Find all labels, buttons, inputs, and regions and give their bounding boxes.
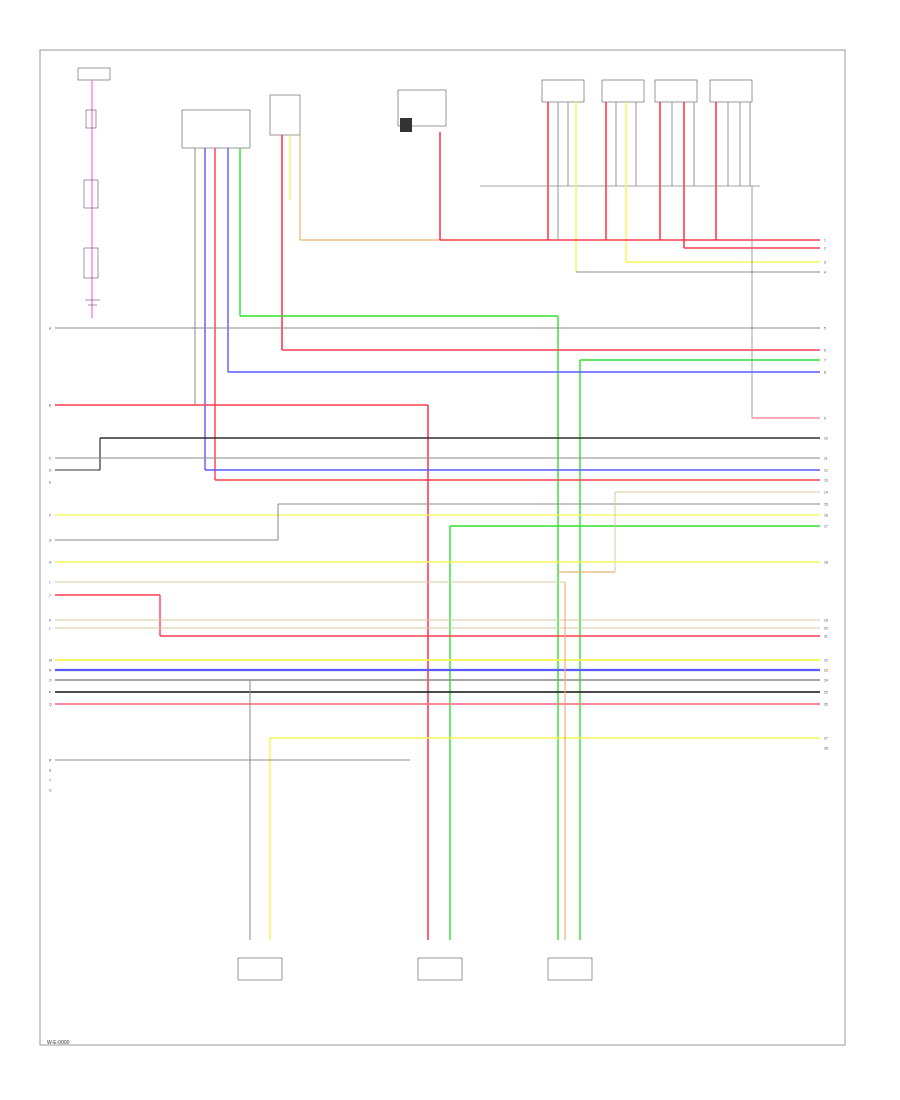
right-pin-label: 1 [824,239,826,243]
right-pin-label: 27 [824,737,828,741]
left-pin-label: G [49,539,52,543]
right-connector-2 [601,79,645,103]
right-connector-4 [709,79,753,103]
right-pin-label: 16 [824,514,828,518]
sensor-connector [400,118,412,132]
right-pin-label: 2 [824,247,826,251]
right-pin-label: 23 [824,669,828,673]
right-connector-wires [547,102,751,272]
left-pin-label: K [49,619,52,623]
diagram-frame [39,49,846,1046]
left-pin-label: O [49,679,52,683]
left-pin-label: N [49,669,52,673]
left-pin-label: F [49,514,51,518]
left-pin-label: H [49,561,52,565]
left-pin-labels: A B C D E F G H I J KL M N O P Q R S T U [49,327,52,793]
left-pin-label: E [49,481,52,485]
right-pin-label: 14 [824,491,828,495]
right-pin-label: 28 [824,747,828,751]
bottom-connector-center [417,957,463,981]
right-pin-labels: 1234567891011121314151617181920212223242… [824,239,828,751]
right-pin-label: 6 [824,349,826,353]
right-pin-label: 25 [824,691,828,695]
fuse-element-1 [85,109,97,129]
left-pin-label: R [49,759,52,763]
right-pin-label: 10 [824,437,828,441]
bottom-connector-left [237,957,283,981]
right-pin-label: 12 [824,469,828,473]
left-pin-label: U [49,789,52,793]
bottom-connector-right [547,957,593,981]
left-pin-label: L [49,627,51,631]
left-pin-label: P [49,691,52,695]
center-module-connector [269,94,301,136]
left-module-connector [181,109,251,149]
fuse-relay-column [77,67,111,318]
left-pin-label: T [49,779,51,783]
left-pin-label: C [49,457,52,461]
left-pin-label: J [49,594,51,598]
left-pin-label: M [49,659,52,663]
diagram-code: W-E-0000 [47,1040,70,1046]
right-pin-label: 22 [824,659,828,663]
right-pin-label: 3 [824,261,826,265]
left-pin-label: D [49,469,52,473]
right-pin-label: 17 [824,525,828,529]
left-pin-label: Q [49,703,52,707]
right-pin-label: 7 [824,359,826,363]
relay-element-2 [83,247,99,279]
right-pin-label: 19 [824,619,828,623]
right-pin-label: 9 [824,417,826,421]
right-connector-1 [541,79,585,103]
right-pin-label: 24 [824,679,828,683]
left-pin-label: A [49,327,52,331]
relay-element-1 [83,179,99,209]
right-pin-label: 8 [824,371,826,375]
right-pin-label: 4 [824,271,826,275]
left-pin-label: I [49,581,50,585]
right-pin-label: 15 [824,503,828,507]
right-pin-label: 20 [824,627,828,631]
right-connector-3 [654,79,698,103]
left-pin-label: S [49,769,52,773]
right-pin-label: 26 [824,703,828,707]
fuse-box-top [77,67,111,81]
left-pin-label: B [49,404,52,408]
right-pin-label: 18 [824,561,828,565]
right-pin-label: 11 [824,457,828,461]
right-pin-label: 5 [824,327,826,331]
right-pin-label: 13 [824,479,828,483]
right-pin-label: 21 [824,635,828,639]
remote-sensor-module [397,89,447,127]
